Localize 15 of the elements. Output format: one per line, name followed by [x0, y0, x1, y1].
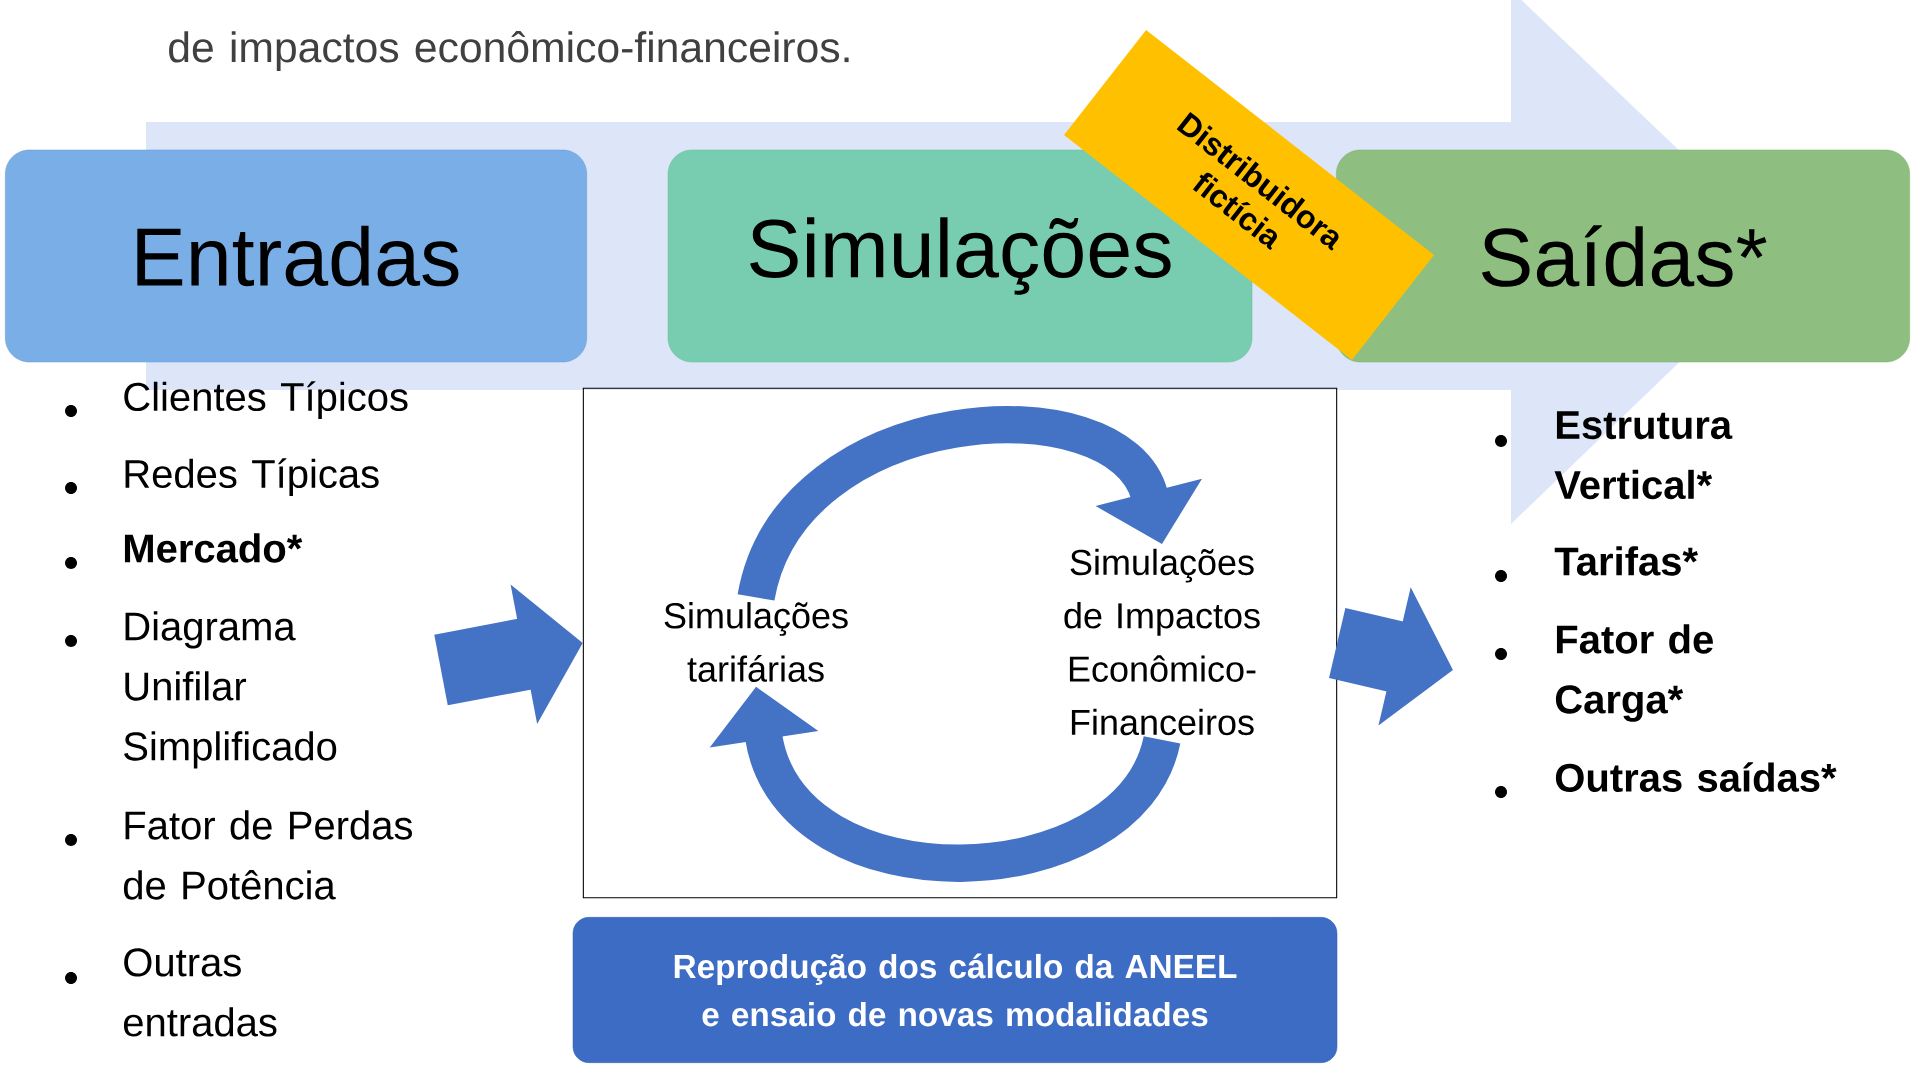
bullet-item: Redes Típicas	[125, 458, 379, 496]
header-box: Entradas	[5, 149, 587, 363]
bullet-item: Fator de Carga*	[1555, 624, 1713, 722]
bullet-item: Estrutura Vertical*	[1554, 411, 1733, 500]
bullet-item: Outras entradas	[123, 948, 277, 1037]
heading-text: de impactos econômico-financeiros.	[169, 31, 849, 71]
bullet-item: Mercado*	[124, 533, 303, 563]
bullet-item: Fator de Perdas de Potência	[123, 810, 412, 900]
frame-box	[582, 387, 1338, 899]
bullet-item: Outras saídas*	[1555, 762, 1837, 792]
bullet-item: Diagrama Unifilar Simplificado	[124, 611, 337, 769]
cycle-text: Simulações de Impactos Econômico-Financeiros	[1064, 548, 1260, 736]
banner-box: Reprodução dos cálculo da ANEEL e ensaio de novas modalidades	[572, 917, 1338, 1063]
bullet-item: Tarifas*	[1554, 546, 1698, 576]
cycle-text: Simulações tarifárias	[664, 602, 848, 682]
